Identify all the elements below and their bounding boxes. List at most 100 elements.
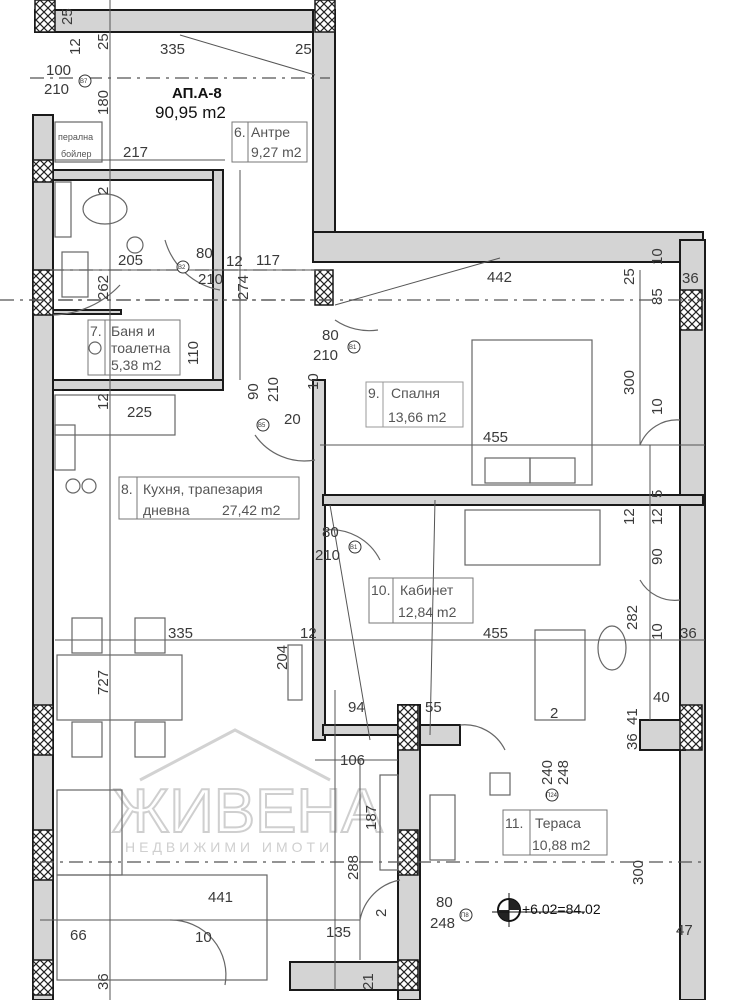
walls <box>32 9 706 1000</box>
svg-text:180: 180 <box>95 90 112 115</box>
room-label-study: 10. Кабинет 12,84 m2 <box>368 577 474 624</box>
svg-text:274: 274 <box>235 275 252 300</box>
svg-text:80: 80 <box>322 524 339 541</box>
svg-text:36: 36 <box>95 973 112 990</box>
floor-drain-icon <box>126 236 144 254</box>
svg-text:117: 117 <box>256 252 280 269</box>
svg-text:90: 90 <box>649 548 666 565</box>
svg-text:5,38 m2: 5,38 m2 <box>111 357 162 373</box>
stove-icon <box>54 424 76 471</box>
svg-text:дневна: дневна <box>143 502 190 518</box>
svg-text:Тераса: Тераса <box>535 815 581 831</box>
level-mark: +6.02=84.02 <box>492 893 601 927</box>
svg-text:441: 441 <box>208 889 233 906</box>
svg-text:2: 2 <box>373 909 390 917</box>
columns <box>32 0 703 996</box>
svg-text:П24: П24 <box>546 793 558 799</box>
svg-text:11.: 11. <box>505 815 523 831</box>
svg-text:210: 210 <box>265 377 282 402</box>
svg-text:12: 12 <box>621 508 638 525</box>
washing-machine-icon <box>54 121 103 163</box>
svg-text:12: 12 <box>300 625 317 642</box>
svg-text:25: 25 <box>95 33 112 50</box>
svg-text:В1: В1 <box>350 545 358 551</box>
terrace-stool <box>489 772 511 796</box>
svg-text:9,27 m2: 9,27 m2 <box>251 144 302 160</box>
svg-text:5: 5 <box>649 490 666 498</box>
svg-text:В5: В5 <box>258 423 266 429</box>
svg-text:НЕДВИЖИМИ ИМОТИ: НЕДВИЖИМИ ИМОТИ <box>125 839 333 855</box>
svg-text:9.: 9. <box>368 385 380 401</box>
svg-text:Спалня: Спалня <box>391 385 440 401</box>
svg-text:В1: В1 <box>349 345 357 351</box>
washer-boiler: перална бойлер <box>58 132 93 159</box>
svg-text:25: 25 <box>59 8 76 25</box>
svg-text:10: 10 <box>305 373 322 390</box>
svg-text:300: 300 <box>621 370 638 395</box>
svg-text:335: 335 <box>160 41 185 58</box>
svg-text:7.: 7. <box>90 323 102 339</box>
office-chair-icon <box>597 625 627 671</box>
room-label-kitchen-living: 8. Кухня, трапезария дневна 27,42 m2 <box>118 476 300 520</box>
washbasin-icon <box>61 251 89 298</box>
sofa-bed <box>464 509 601 566</box>
sofa <box>56 874 268 981</box>
svg-text:ЖИВЕНА: ЖИВЕНА <box>112 777 383 846</box>
svg-text:300: 300 <box>630 860 647 885</box>
svg-text:47: 47 <box>676 922 693 939</box>
svg-text:Кабинет: Кабинет <box>400 582 454 598</box>
svg-text:25: 25 <box>295 41 312 58</box>
kitchen-counter <box>54 394 176 436</box>
svg-text:12: 12 <box>95 393 112 410</box>
svg-text:20: 20 <box>284 411 301 428</box>
room-label-bedroom: 9. Спалня 13,66 m2 <box>365 381 464 428</box>
svg-text:40: 40 <box>653 689 670 706</box>
room-label-terrace: 11. Тераса 10,88 m2 <box>502 809 608 856</box>
svg-text:55: 55 <box>425 699 442 716</box>
svg-text:455: 455 <box>483 625 508 642</box>
svg-text:248: 248 <box>430 915 455 932</box>
svg-text:240: 240 <box>539 760 556 785</box>
svg-text:80: 80 <box>196 245 213 262</box>
svg-text:6.: 6. <box>234 124 246 140</box>
toilet-icon <box>82 193 128 225</box>
svg-text:94: 94 <box>348 699 365 716</box>
svg-text:288: 288 <box>345 855 362 880</box>
tv-unit <box>287 644 303 701</box>
svg-text:12: 12 <box>226 253 243 270</box>
svg-text:455: 455 <box>483 429 508 446</box>
svg-text:10.: 10. <box>371 582 390 598</box>
svg-text:12: 12 <box>67 38 84 55</box>
svg-text:66: 66 <box>70 927 87 944</box>
svg-text:25: 25 <box>621 268 638 285</box>
svg-text:36: 36 <box>624 733 641 750</box>
svg-text:2: 2 <box>95 187 112 195</box>
svg-text:П8: П8 <box>461 913 469 919</box>
svg-text:41: 41 <box>624 708 641 725</box>
svg-text:80: 80 <box>322 327 339 344</box>
svg-text:Антре: Антре <box>251 124 290 140</box>
svg-text:27,42 m2: 27,42 m2 <box>222 502 281 518</box>
svg-text:442: 442 <box>487 269 512 286</box>
svg-text:90: 90 <box>245 383 262 400</box>
svg-text:Кухня, трапезария: Кухня, трапезария <box>143 481 263 497</box>
svg-text:21: 21 <box>360 973 377 990</box>
svg-text:13,66 m2: 13,66 m2 <box>388 409 447 425</box>
svg-text:тоалетна: тоалетна <box>111 340 170 356</box>
terrace-bench <box>429 794 456 861</box>
svg-text:282: 282 <box>624 605 641 630</box>
svg-text:210: 210 <box>44 81 69 98</box>
svg-text:85: 85 <box>649 288 666 305</box>
svg-text:10,88 m2: 10,88 m2 <box>532 837 591 853</box>
svg-text:187: 187 <box>363 805 380 830</box>
svg-text:36: 36 <box>682 270 699 287</box>
svg-text:210: 210 <box>315 547 340 564</box>
svg-text:217: 217 <box>123 144 148 161</box>
shower-icon <box>88 341 102 355</box>
